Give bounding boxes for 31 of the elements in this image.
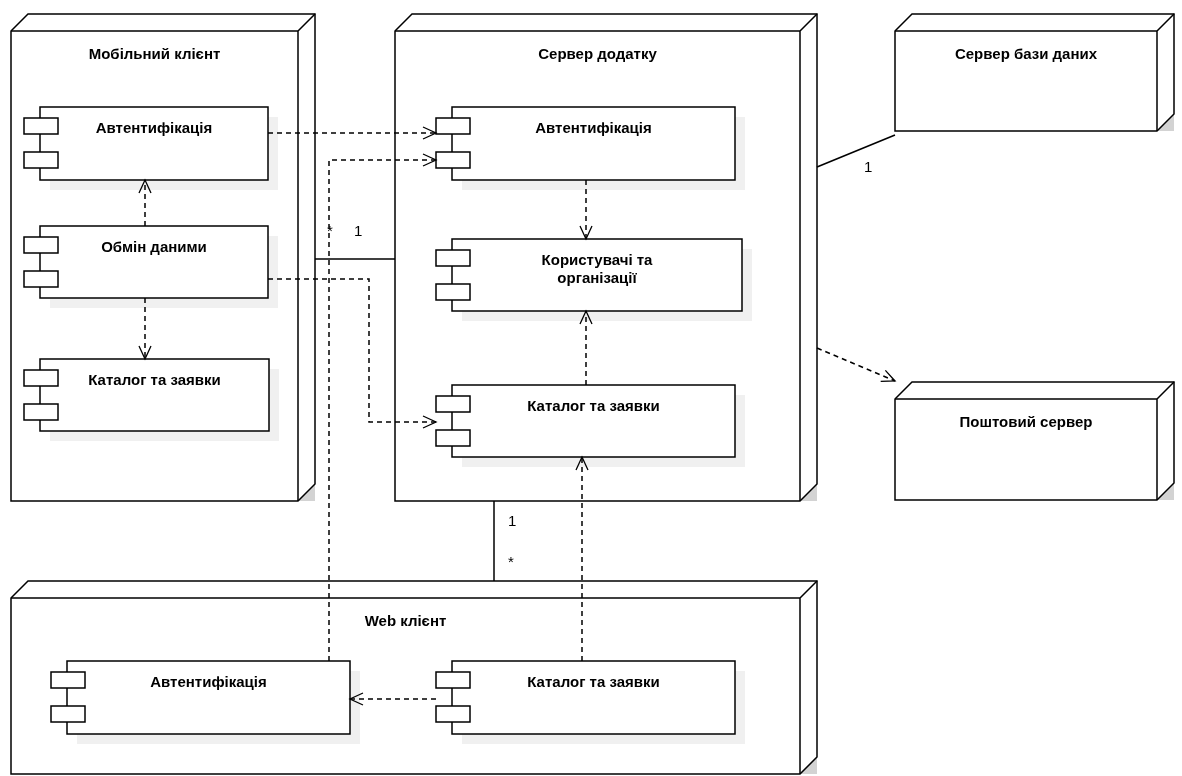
node-title: Мобільний клієнт [87,45,222,63]
multiplicity-label: * [508,554,514,570]
component-label: Користувачі та організації [540,251,654,287]
component-label: Каталог та заявки [87,371,222,389]
association-line [493,500,495,582]
multiplicity-label: 1 [508,513,517,529]
component-label: Обмін даними [100,238,208,256]
dependency-arrow [267,278,437,429]
dependency-arrow [328,153,437,662]
node-title: Сервер бази даних [953,45,1099,63]
node-title: Web клієнт [363,612,448,630]
node-title: Сервер додатку [537,45,658,63]
dependency-arrow [349,692,437,706]
node-title: Поштовий сервер [958,413,1094,431]
component-label: Каталог та заявки [526,673,661,691]
component-label: Автентифікація [149,673,268,691]
association-line [314,258,396,260]
multiplicity-label: * [327,223,333,239]
multiplicity-label: 1 [354,223,363,239]
dependency-arrow [816,347,896,383]
component-label: Автентифікація [534,119,653,137]
dependency-arrow [267,126,437,140]
multiplicity-label: 1 [864,159,873,175]
dependency-arrow [138,297,152,360]
association-line [816,134,896,168]
dependency-arrow [579,179,593,240]
component-label: Автентифікація [94,119,214,137]
dependency-arrow [138,179,152,227]
component-label: Каталог та заявки [526,397,661,415]
dependency-arrow [575,456,589,662]
dependency-arrow [579,310,593,386]
